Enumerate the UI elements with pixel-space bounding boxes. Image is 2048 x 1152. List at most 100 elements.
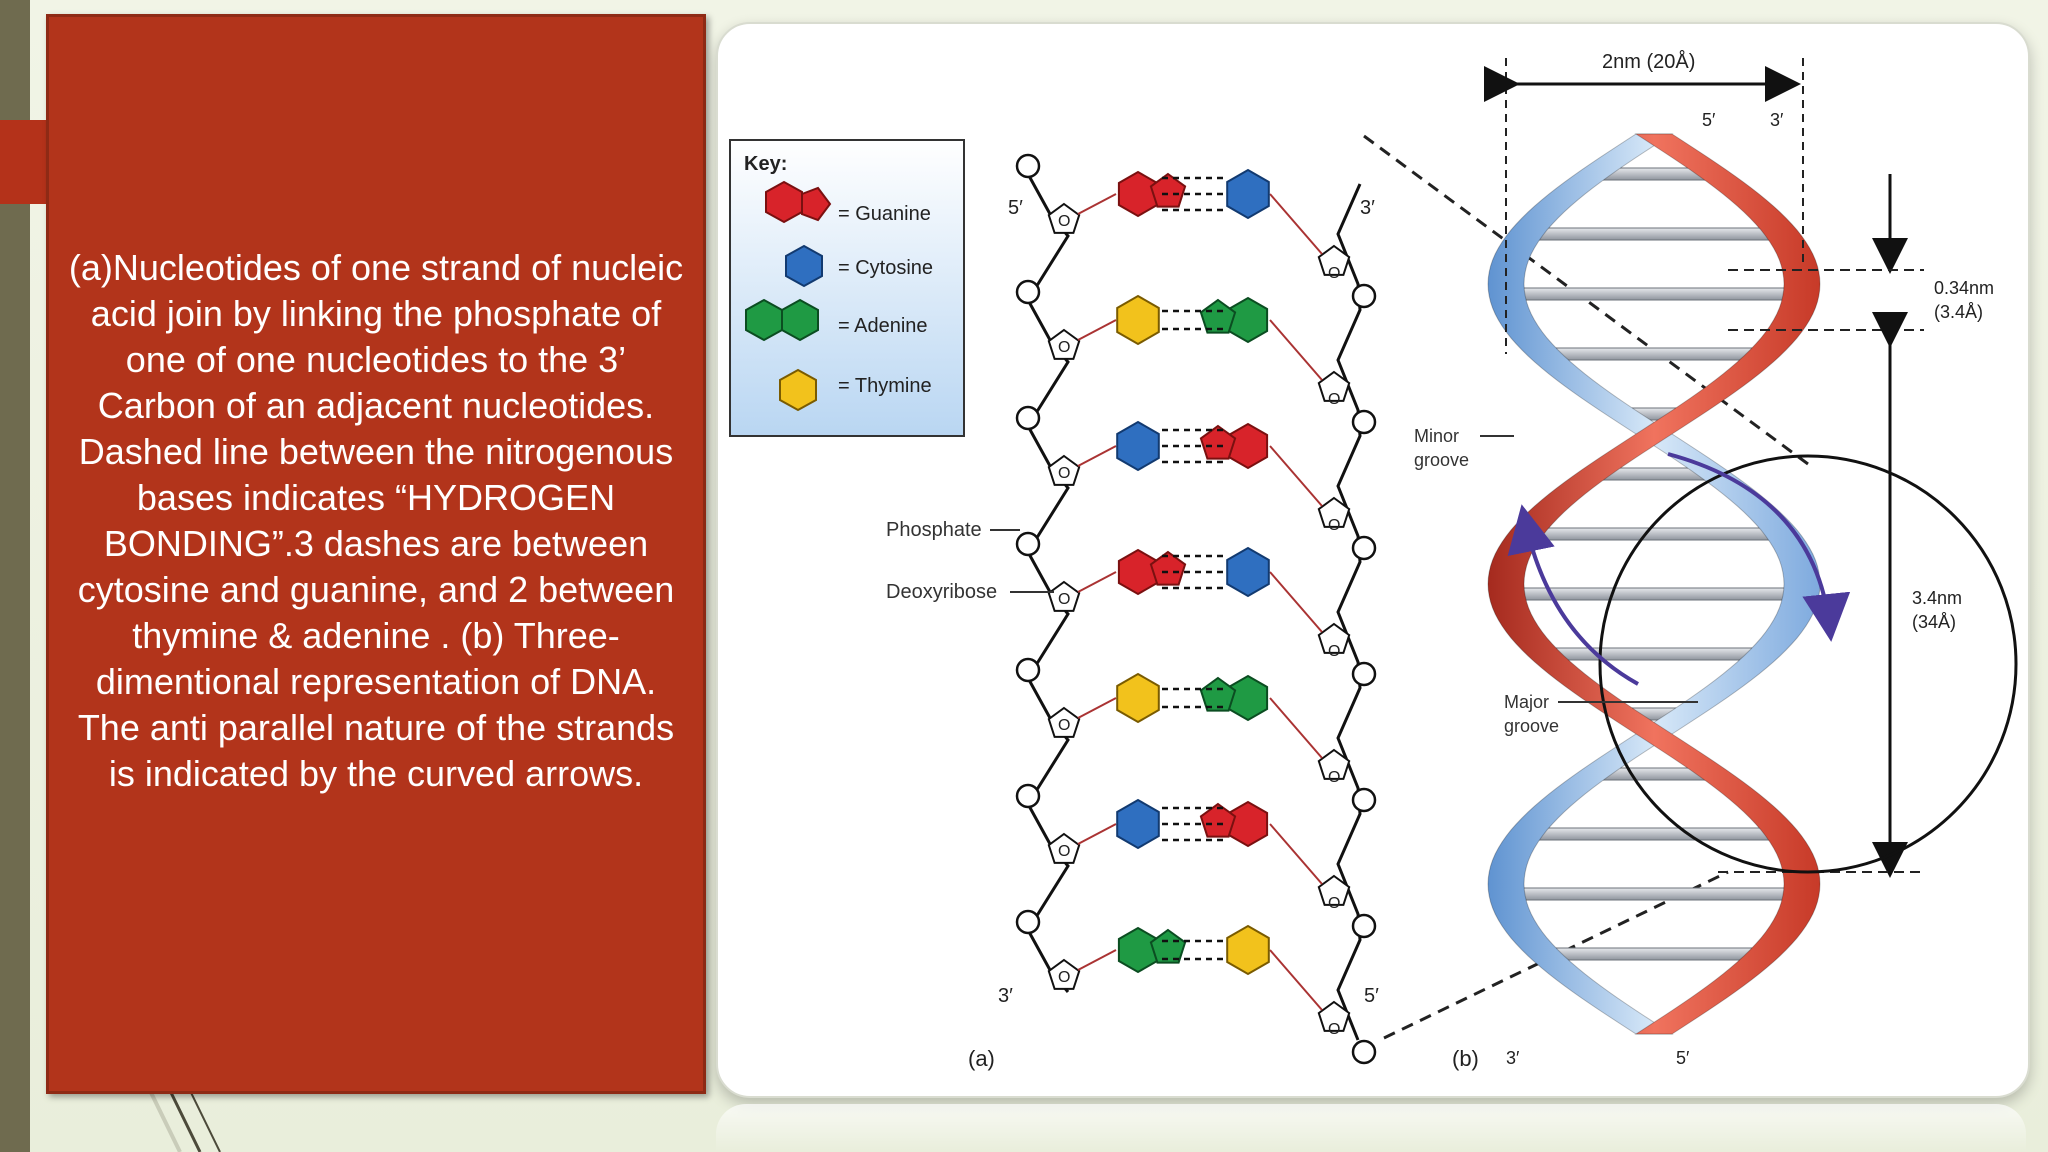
deoxyribose-icon	[1317, 622, 1351, 654]
guanine-base-icon	[1227, 422, 1269, 470]
phosphate-icon	[1015, 657, 1041, 683]
double-helix	[1487, 133, 1821, 1035]
sugar-oxygen-label: O	[1058, 843, 1070, 860]
glycosidic-bond	[1077, 319, 1117, 341]
phosphate-icon	[1015, 153, 1041, 179]
figure-reflection	[716, 1104, 2026, 1152]
deoxyribose-icon	[1317, 1000, 1351, 1032]
base-pair: OO	[1015, 783, 1377, 939]
sugar-oxygen-label: O	[1058, 339, 1070, 356]
helix-rung	[1543, 947, 1765, 961]
phosphate-icon	[1015, 783, 1041, 809]
strand-top-right-end: 3′	[1360, 197, 1375, 219]
panel-b-caption: (b)	[1452, 1046, 1479, 1071]
glycosidic-bond	[1077, 193, 1117, 215]
dna-figure-frame: Key: = Guanine = Cytosine = Adenine = Th…	[716, 22, 2030, 1098]
glycosidic-bond	[1077, 571, 1117, 593]
cytosine-base-icon	[1226, 168, 1270, 220]
helix-bottom-right-end: 5′	[1676, 1048, 1690, 1068]
cytosine-base-icon	[1226, 546, 1270, 598]
glycosidic-bond	[1269, 949, 1323, 1011]
helix-rung	[1525, 227, 1783, 241]
deoxyribose-icon	[1047, 706, 1081, 738]
base-pair: OO	[1015, 279, 1377, 435]
thymine-base-icon	[1116, 672, 1160, 724]
minor-groove-label-2: groove	[1414, 450, 1469, 470]
guanine-base-icon	[1117, 170, 1159, 218]
sugar-oxygen-label: O	[1058, 717, 1070, 734]
phosphate-icon	[1015, 531, 1041, 557]
guanine-base-icon	[1227, 800, 1269, 848]
glycosidic-bond	[1269, 445, 1323, 507]
phosphate-label: Phosphate	[886, 519, 982, 541]
helix-rung	[1525, 827, 1783, 841]
strand-bottom-left-end: 3′	[998, 985, 1013, 1007]
sugar-oxygen-label: O	[1328, 643, 1340, 660]
deoxyribose-icon	[1317, 244, 1351, 276]
glycosidic-bond	[1077, 445, 1117, 467]
key-title: Key:	[744, 153, 787, 175]
phosphate-icon	[1015, 909, 1041, 935]
guanine-base-ring-icon	[1199, 424, 1237, 460]
sugar-oxygen-label: O	[1328, 391, 1340, 408]
major-groove-label-1: Major	[1504, 692, 1549, 712]
glycosidic-bond	[1269, 823, 1323, 885]
deoxyribose-icon	[1317, 496, 1351, 528]
guanine-base-icon	[1117, 548, 1159, 596]
key-guanine-icon	[765, 180, 832, 224]
rise-label-1: 0.34nm	[1934, 278, 1994, 298]
deoxyribose-icon	[1047, 202, 1081, 234]
sugar-oxygen-label: O	[1328, 895, 1340, 912]
adenine-base-icon	[1227, 674, 1269, 722]
helix-rung	[1506, 287, 1802, 301]
glycosidic-bond	[1077, 949, 1117, 971]
phosphate-icon	[1351, 535, 1377, 561]
deoxyribose-icon	[1047, 832, 1081, 864]
deoxyribose-icon	[1047, 328, 1081, 360]
phosphate-icon	[1351, 1039, 1377, 1065]
sugar-oxygen-label: O	[1328, 1021, 1340, 1038]
adenine-base-ring-icon	[1149, 928, 1187, 964]
rise-label-2: (3.4Å)	[1934, 302, 1983, 322]
sugar-oxygen-label: O	[1328, 265, 1340, 282]
thymine-base-icon	[1226, 924, 1270, 976]
antiparallel-arrow-down	[1667, 452, 1851, 642]
adenine-base-icon	[1117, 926, 1159, 974]
adenine-base-icon	[1227, 296, 1269, 344]
guanine-base-ring-icon	[1199, 802, 1237, 838]
minor-groove-label-1: Minor	[1414, 426, 1459, 446]
pitch-label-1: 3.4nm	[1912, 588, 1962, 608]
deoxyribose-label: Deoxyribose	[886, 581, 997, 603]
deoxyribose-icon	[1317, 874, 1351, 906]
major-groove-label-2: groove	[1504, 716, 1559, 736]
sugar-oxygen-label: O	[1058, 213, 1070, 230]
base-pair: OO	[1015, 909, 1377, 1065]
slide-side-tab	[0, 120, 48, 204]
key-box: Key: = Guanine = Cytosine = Adenine = Th…	[729, 139, 965, 437]
helix-rung	[1543, 347, 1765, 361]
deoxyribose-icon	[1317, 748, 1351, 780]
right-backbone	[1336, 183, 1362, 1041]
deoxyribose-icon	[1317, 370, 1351, 402]
cytosine-base-icon	[1116, 420, 1160, 472]
sugar-oxygen-label: O	[1058, 465, 1070, 482]
guanine-base-ring-icon	[1149, 172, 1187, 208]
glycosidic-bond	[1269, 319, 1323, 381]
phosphate-icon	[1351, 913, 1377, 939]
helix-bottom-left-end: 3′	[1506, 1048, 1520, 1068]
phosphate-icon	[1015, 279, 1041, 305]
phosphate-icon	[1351, 409, 1377, 435]
caption-panel: (a)Nucleotides of one strand of nucleic …	[46, 14, 706, 1094]
phosphate-icon	[1351, 661, 1377, 687]
base-pair: OO	[1015, 531, 1377, 687]
key-adenine-label: = Adenine	[838, 315, 928, 337]
helix-rung	[1525, 527, 1783, 541]
glycosidic-bond	[1077, 823, 1117, 845]
base-pair: OO	[1015, 153, 1377, 309]
key-adenine-icon	[745, 298, 819, 342]
sugar-oxygen-label: O	[1058, 591, 1070, 608]
guanine-base-ring-icon	[1149, 550, 1187, 586]
key-thymine-label: = Thymine	[838, 375, 932, 397]
cytosine-base-icon	[1116, 798, 1160, 850]
